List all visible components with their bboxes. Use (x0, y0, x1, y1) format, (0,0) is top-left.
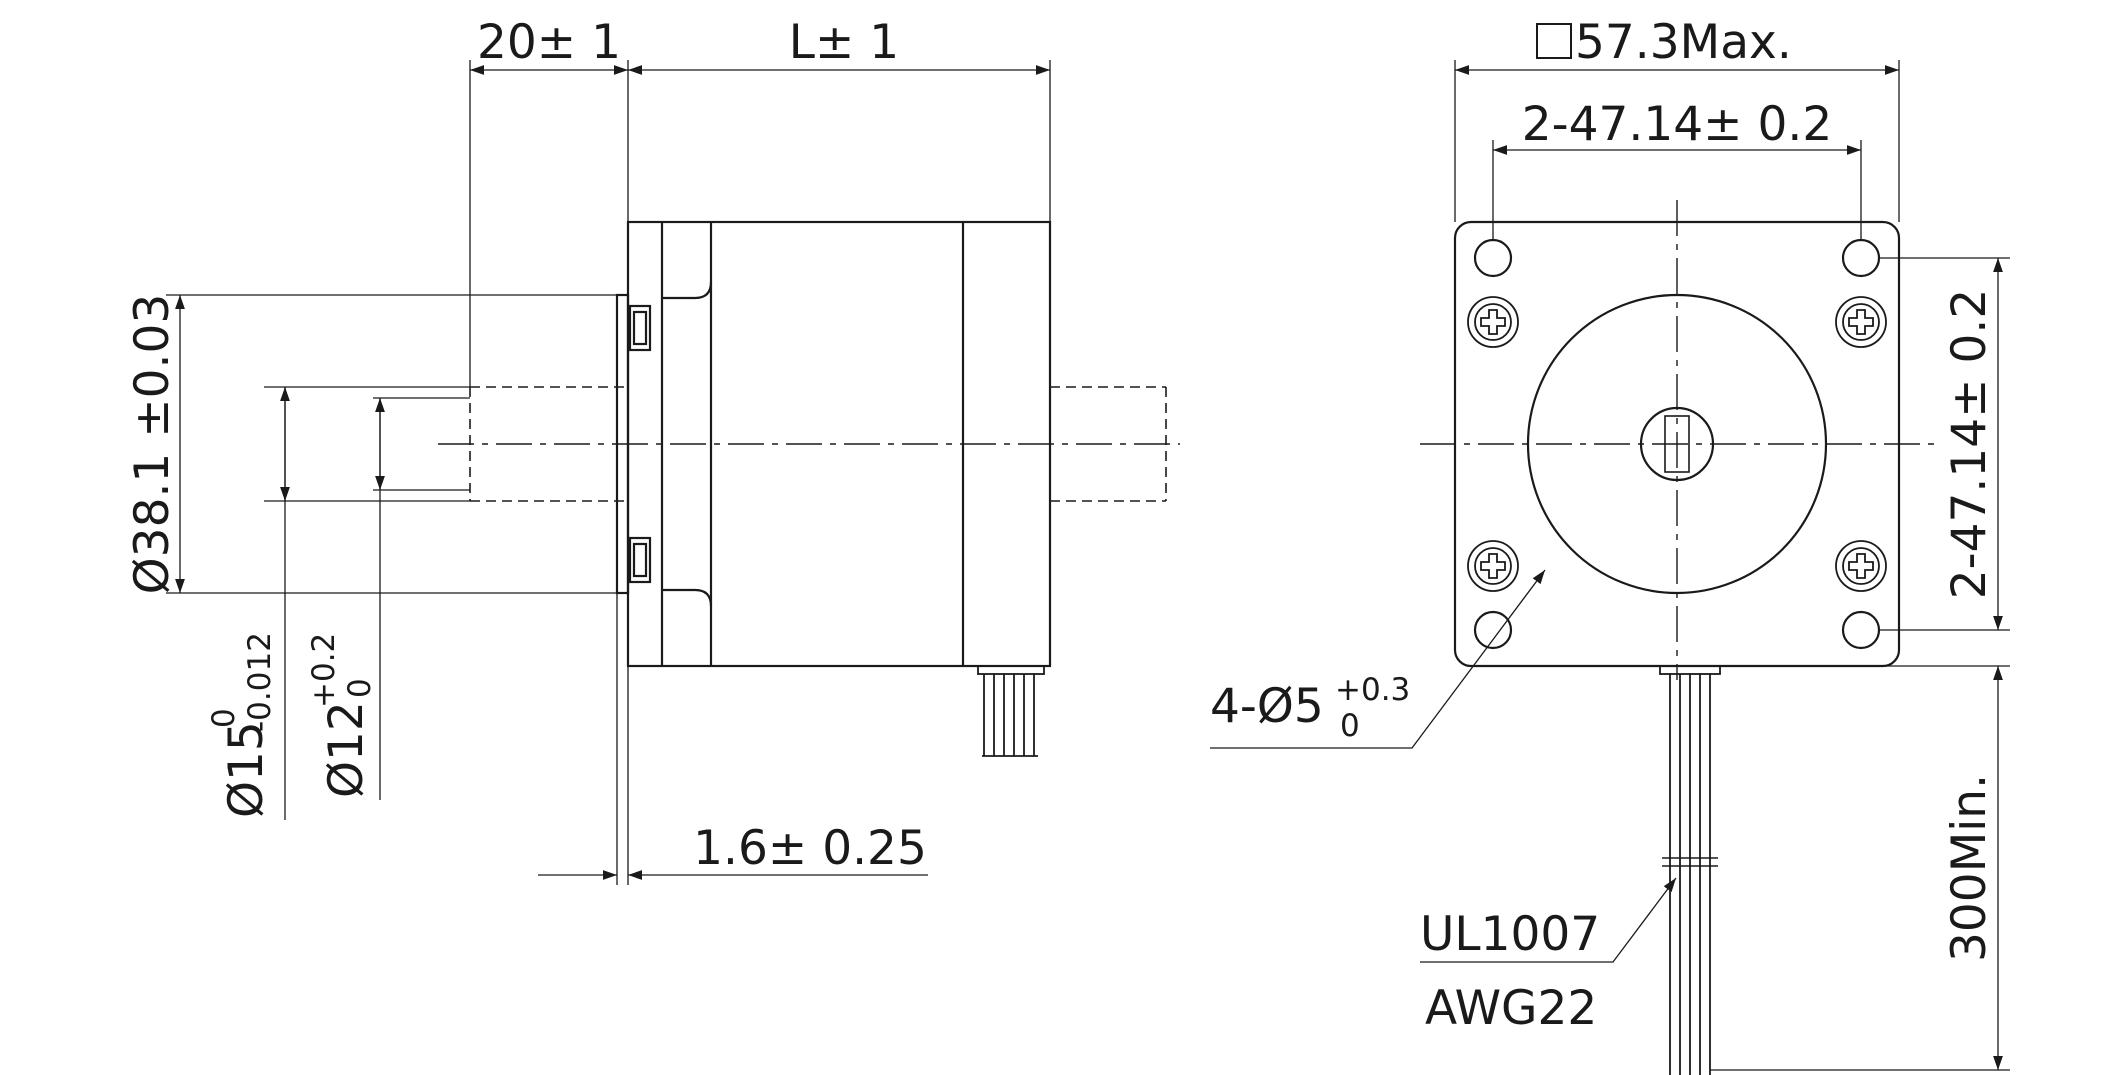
front-shaft (469, 386, 628, 502)
mounting-hole-top-left (1473, 238, 1513, 278)
svg-text:Ø12: Ø12 (319, 701, 374, 798)
screw-bottom-right (1835, 540, 1887, 592)
hole-spacing-v-label: 2-47.14± 0.2 (1942, 289, 1997, 599)
svg-text:4-Ø5: 4-Ø5 (1210, 679, 1324, 734)
rear-shaft-diameter-label: Ø12 +0.2 0 (306, 633, 378, 798)
boss-diameter-label: Ø38.1 ±0.03 (125, 294, 180, 595)
front-centerlines (1420, 200, 1935, 680)
side-extension-lines (166, 60, 1051, 885)
screw-top-left (1467, 296, 1519, 348)
boss-height-label: 1.6± 0.25 (693, 821, 927, 876)
wire-spec-leader (1420, 877, 1677, 963)
hole-spacing-h-label: 2-47.14± 0.2 (1522, 97, 1832, 152)
mounting-hole-bottom-right (1841, 610, 1881, 650)
wire-spec-line2: AWG22 (1425, 981, 1597, 1036)
screw-bottom-left (1467, 540, 1519, 592)
wire-spec-line1: UL1007 (1420, 907, 1600, 962)
svg-text:+0.3: +0.3 (1335, 672, 1410, 708)
lead-length-label: 300Min. (1942, 774, 1997, 962)
svg-text:0: 0 (206, 708, 242, 728)
mounting-hole-bottom-left (1473, 610, 1513, 650)
mounting-hole-top-right (1841, 238, 1881, 278)
shaft-diameter-label: Ø15 0 -0.012 (206, 632, 278, 818)
mounting-holes-label: 4-Ø5 +0.3 0 (1210, 672, 1410, 744)
svg-text:0: 0 (1340, 708, 1360, 744)
svg-text:Ø15: Ø15 (219, 721, 274, 818)
svg-text:+0.2: +0.2 (306, 633, 342, 708)
svg-text:-0.012: -0.012 (242, 632, 278, 732)
front-view-labels: 57.3Max. 2-47.14± 0.2 2-47.14± 0.2 4-Ø5 … (1210, 15, 1997, 1036)
shaft-length-label: 20± 1 (477, 15, 621, 70)
side-leads (977, 665, 1045, 757)
front-leads (1659, 665, 1721, 1075)
screw-top-right (1835, 296, 1887, 348)
square-symbol-icon (1536, 23, 1572, 59)
flange-size-label: 57.3Max. (1575, 15, 1792, 70)
side-view (166, 60, 1180, 885)
screws (1467, 296, 1887, 592)
front-view (1210, 23, 2010, 1075)
side-view-labels: 20± 1 L± 1 Ø38.1 ±0.03 Ø15 0 -0.012 Ø12 … (125, 15, 927, 876)
front-extension-lines (1454, 60, 2010, 1071)
front-dimension-lines (1210, 65, 2003, 1070)
side-dimension-lines (175, 65, 1050, 880)
body-length-label: L± 1 (789, 15, 899, 70)
mounting-hole-leader (1210, 569, 1546, 749)
svg-text:0: 0 (342, 678, 378, 698)
